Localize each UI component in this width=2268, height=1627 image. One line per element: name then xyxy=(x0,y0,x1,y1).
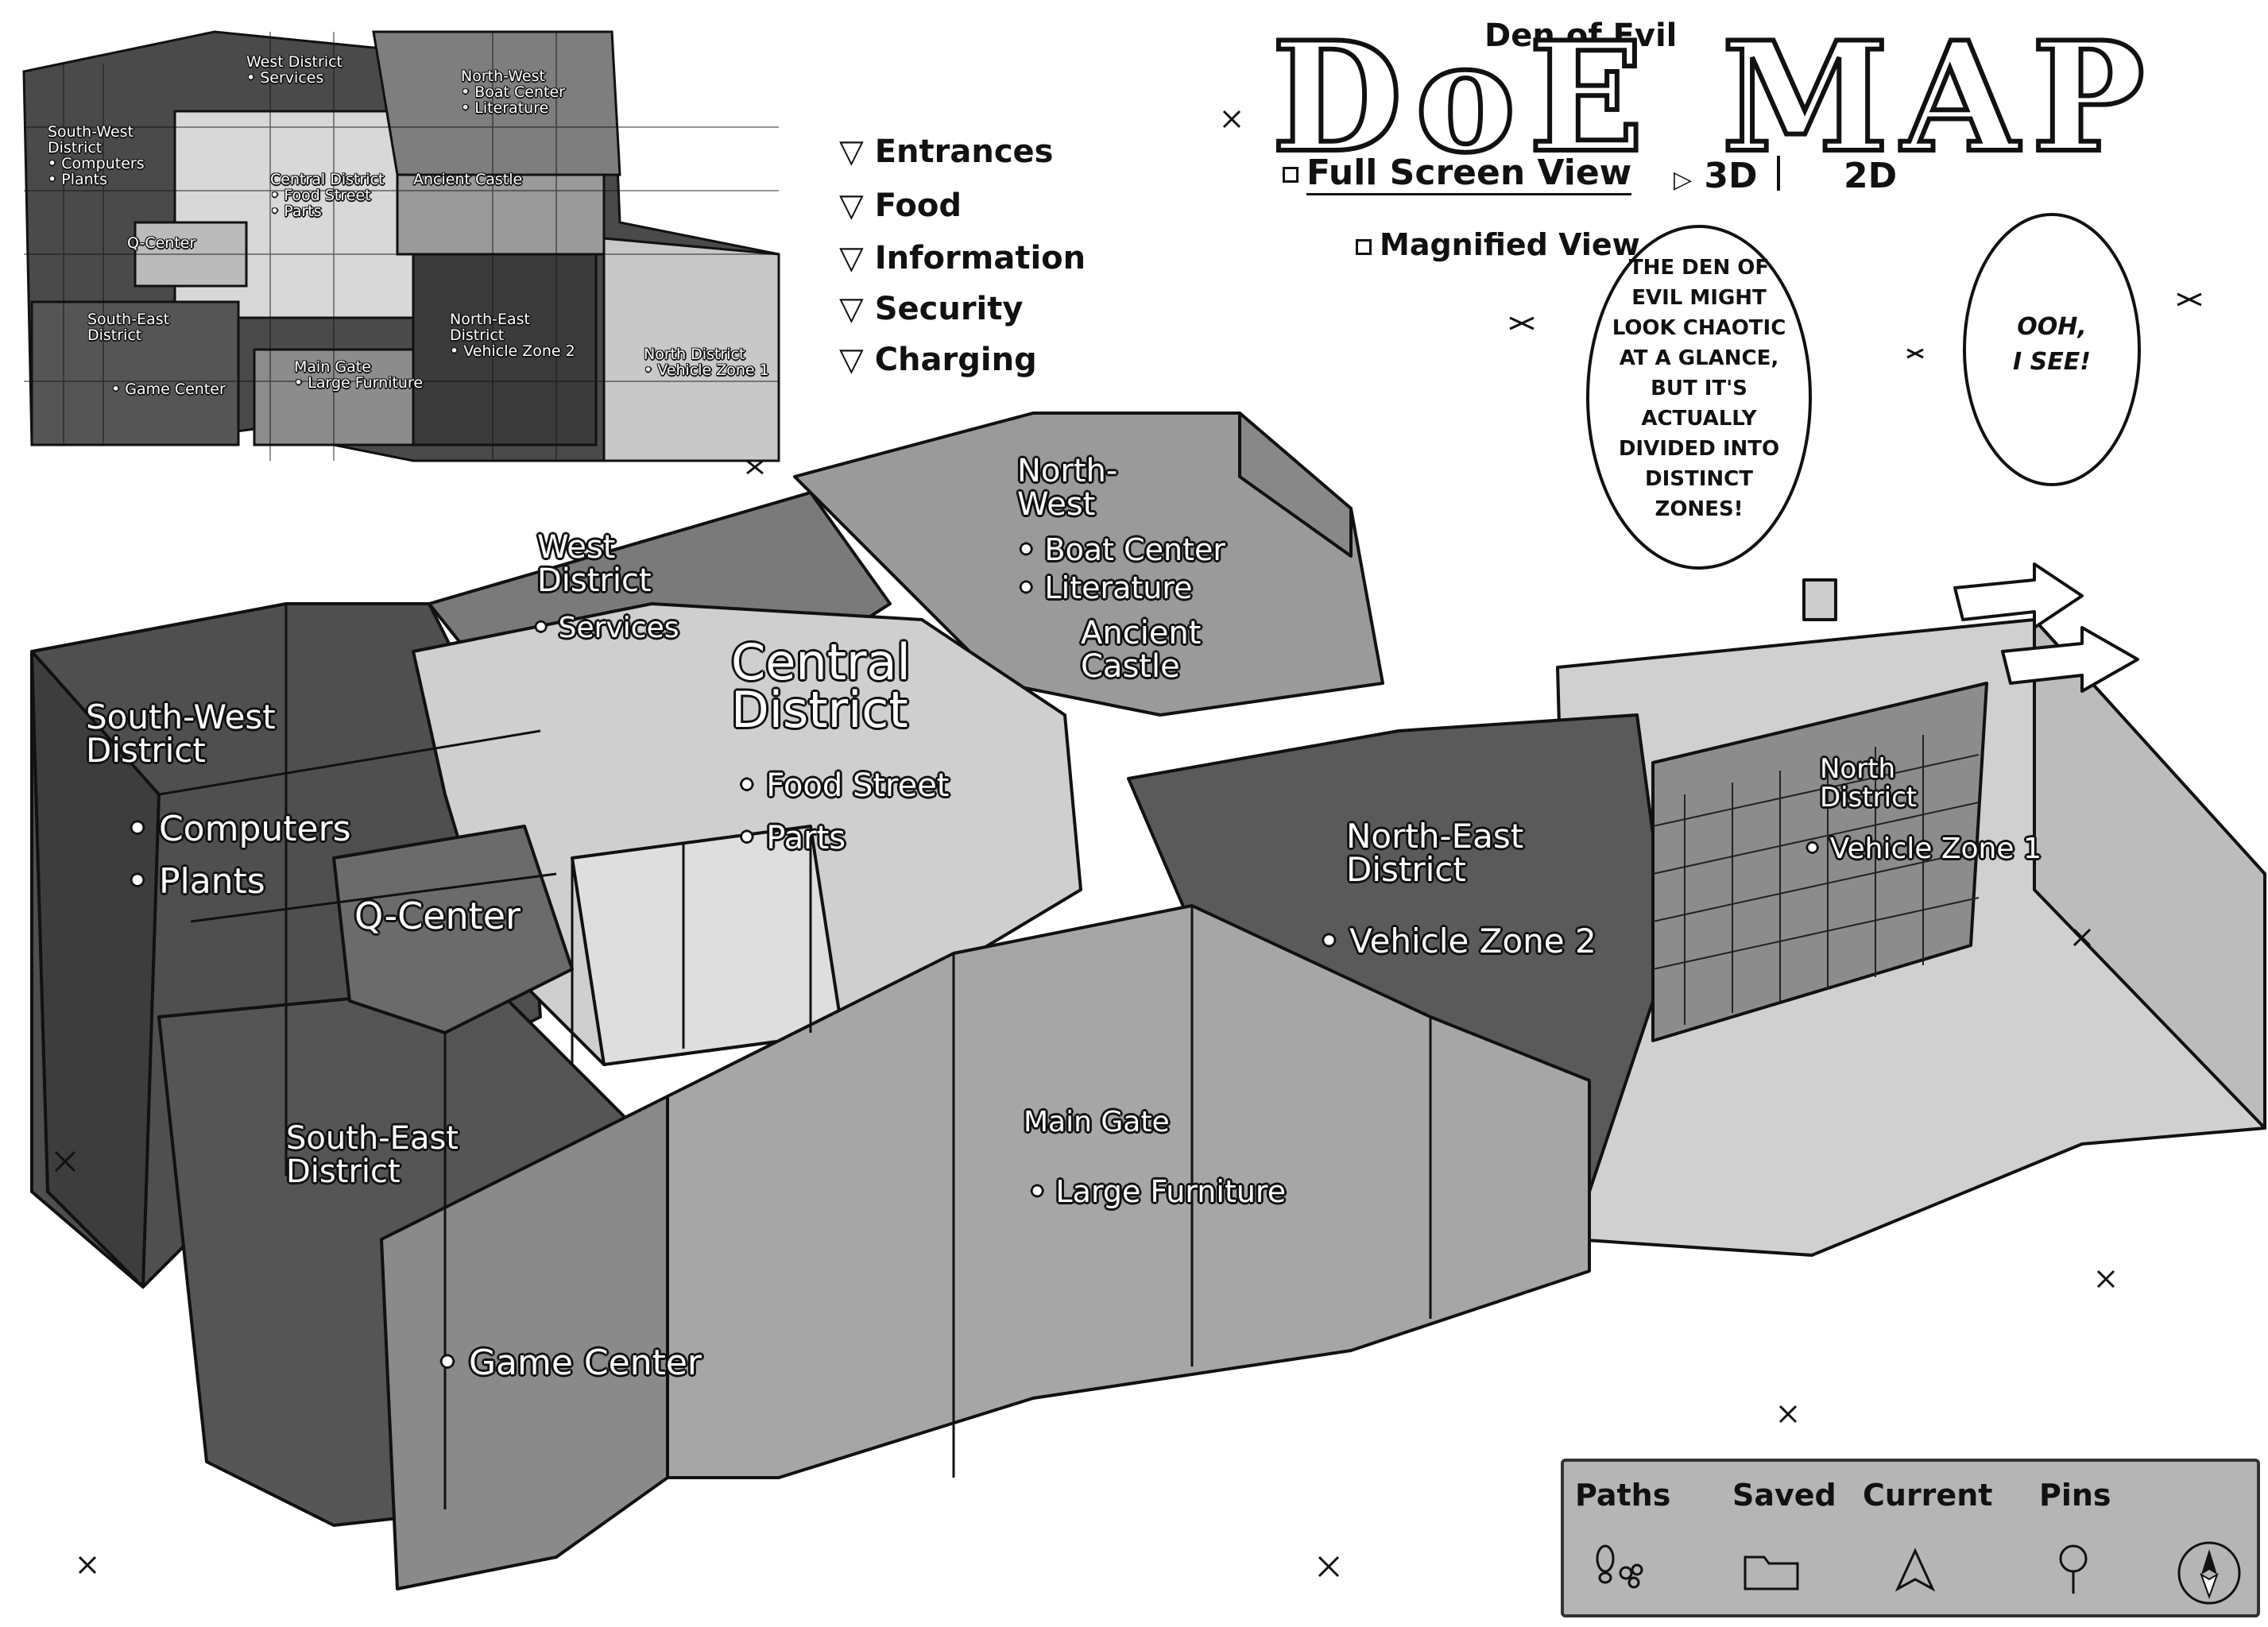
main-gate-label[interactable]: Main Gate xyxy=(1024,1106,1170,1138)
mode-divider xyxy=(1777,156,1780,191)
north-west-label[interactable]: North-West xyxy=(1017,453,1118,523)
minimap-main-gate-label: Main Gate• Large Furniture xyxy=(294,358,424,392)
map-title: DoE MAP xyxy=(1269,9,2158,186)
game-center-poi[interactable]: • Game Center xyxy=(437,1343,702,1383)
minimap-west-label: West District• Services xyxy=(246,53,343,87)
plants-poi[interactable]: • Plants xyxy=(127,861,265,902)
boat-center-poi[interactable]: • Boat Center xyxy=(1017,532,1225,567)
paths-button[interactable] xyxy=(1588,1541,1651,1589)
triangle-down-icon: ▽ xyxy=(839,133,864,170)
current-button[interactable] xyxy=(1891,1546,1939,1594)
compass-icon xyxy=(2177,1541,2241,1605)
triangle-down-icon: ▽ xyxy=(839,187,864,224)
saved-button[interactable] xyxy=(1740,1549,1804,1594)
minimap-north-label: North District• Vehicle Zone 1 xyxy=(644,346,769,379)
direction-arrow-1 xyxy=(1953,562,2084,629)
compass-button[interactable] xyxy=(2174,1538,2244,1608)
pins-button[interactable] xyxy=(2053,1541,2093,1597)
map-toolbar: Paths Saved Current Pins xyxy=(1561,1459,2260,1617)
pin-icon xyxy=(2059,1544,2088,1594)
minimap-game-center-label: • Game Center xyxy=(111,381,226,398)
main-gate-block xyxy=(666,904,1591,1479)
parts-poi[interactable]: • Parts xyxy=(737,820,846,856)
current-label: Current xyxy=(1863,1478,1993,1513)
triangle-down-icon: ▽ xyxy=(839,342,864,378)
minimap-shapes xyxy=(22,30,780,462)
mode-2d-button[interactable]: 2D xyxy=(1844,156,1898,196)
food-street-poi[interactable]: • Food Street xyxy=(737,767,950,804)
paths-label: Paths xyxy=(1575,1478,1671,1513)
mode-3d-button[interactable]: ▷ 3D xyxy=(1674,156,1758,196)
triangle-down-icon: ▽ xyxy=(839,291,864,327)
checkbox-icon xyxy=(1283,167,1298,183)
triangle-down-icon: ▽ xyxy=(839,240,864,276)
vehicle-zone-1-poi[interactable]: • Vehicle Zone 1 xyxy=(1804,833,2042,865)
q-center-label[interactable]: Q-Center xyxy=(354,895,521,937)
arrow-up-icon xyxy=(1895,1548,1936,1592)
full-screen-view-button[interactable]: Full Screen View xyxy=(1283,153,1632,195)
saved-label: Saved xyxy=(1732,1478,1836,1513)
legend-entrances[interactable]: ▽ Entrances xyxy=(839,133,1054,170)
vehicle-zone-2-poi[interactable]: • Vehicle Zone 2 xyxy=(1319,922,1597,960)
services-poi[interactable]: • Services xyxy=(532,612,679,644)
q-center-block xyxy=(332,825,574,1034)
pins-label: Pins xyxy=(2039,1478,2111,1513)
minimap-q-center-label: Q-Center xyxy=(127,234,196,252)
direction-arrow-2 xyxy=(2001,626,2139,693)
minimap-ancient-label: Ancient Castle xyxy=(413,171,523,188)
legend-food[interactable]: ▽ Food xyxy=(839,187,962,224)
minimap-central-label: Central District• Food Street• Parts xyxy=(270,171,385,220)
triangle-right-icon: ▷ xyxy=(1674,166,1693,194)
folder-icon xyxy=(1744,1556,1799,1590)
legend-security[interactable]: ▽ Security xyxy=(839,291,1024,327)
literature-poi[interactable]: • Literature xyxy=(1017,570,1193,605)
speech-bubble-right: OOH,I SEE! xyxy=(2013,313,2091,376)
map-subtitle: Den of Evil xyxy=(1484,17,1678,54)
legend-charging[interactable]: ▽ Charging xyxy=(839,342,1037,378)
computers-poi[interactable]: • Computers xyxy=(127,809,351,849)
large-furniture-poi[interactable]: • Large Furniture xyxy=(1028,1174,1287,1209)
checkbox-icon xyxy=(1356,238,1372,255)
footprints-icon xyxy=(1596,1544,1643,1589)
minimap[interactable]: West District• Services North-West• Boat… xyxy=(16,16,795,477)
minimap-north-west-label: North-West• Boat Center• Literature xyxy=(461,68,565,117)
legend-information[interactable]: ▽ Information xyxy=(839,240,1086,276)
